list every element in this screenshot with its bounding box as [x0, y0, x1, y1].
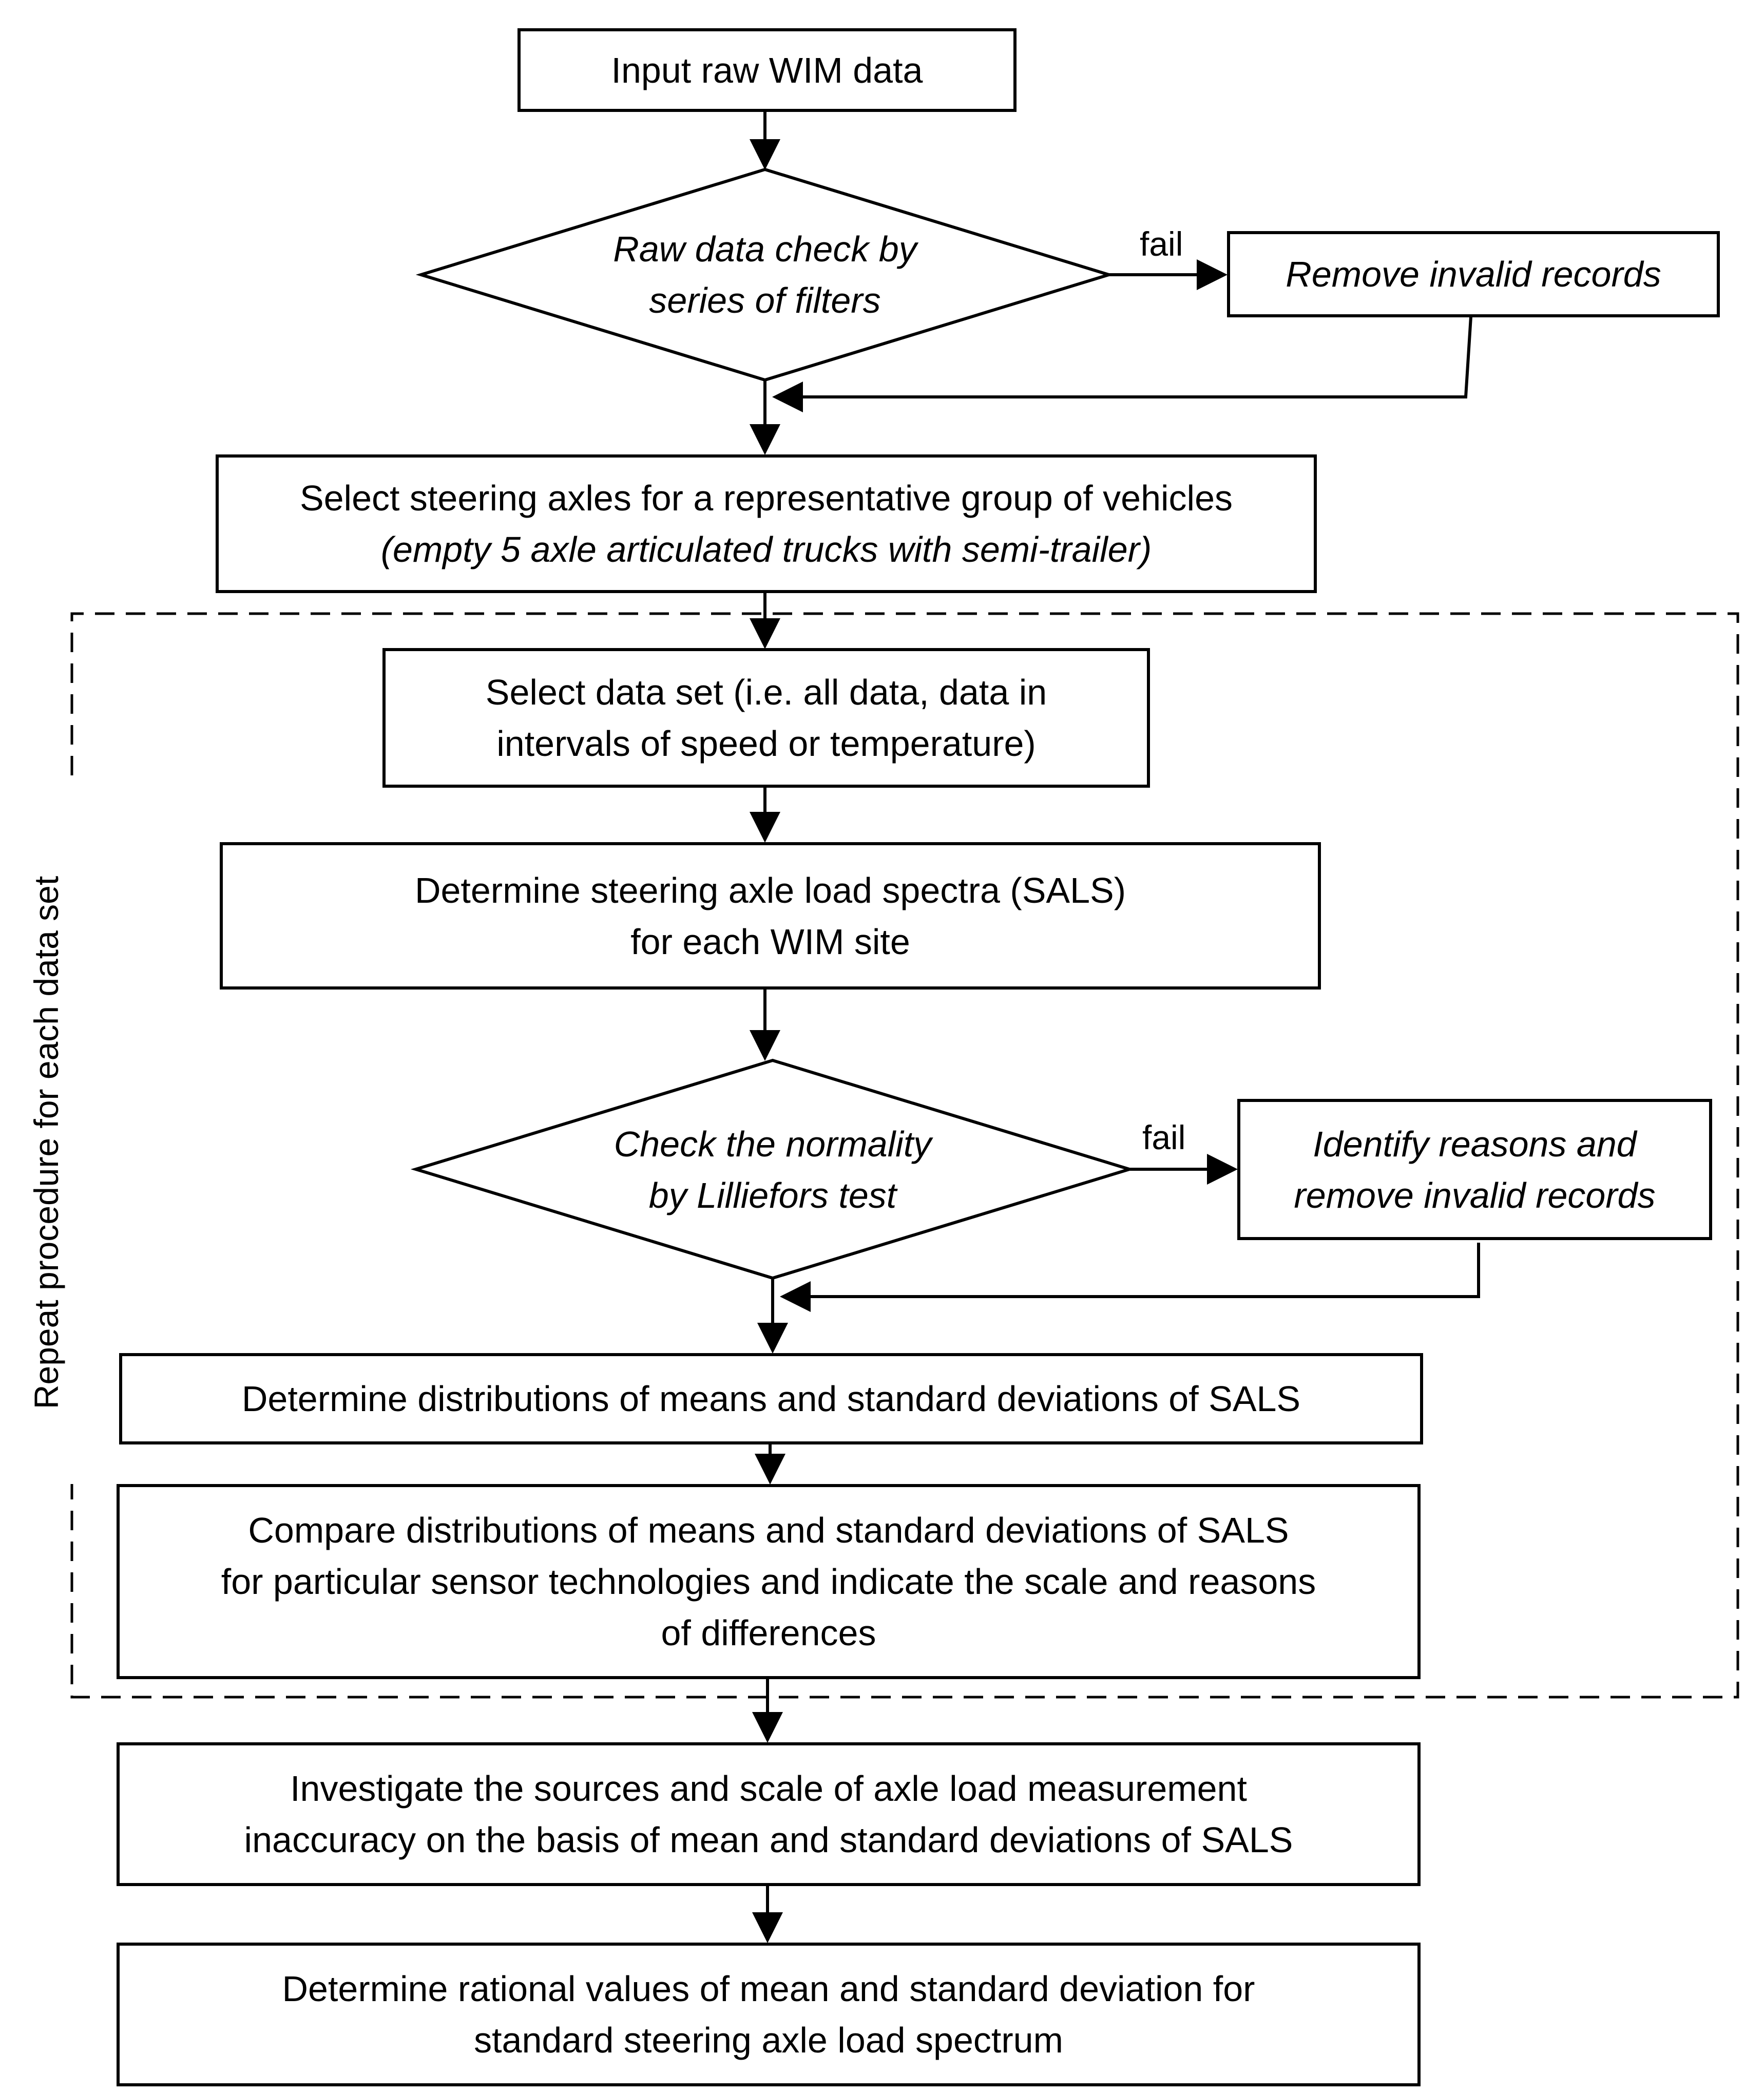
identify-reasons-box: Identify reasons and remove invalid reco… [1237, 1099, 1712, 1240]
investigate-sources-box: Investigate the sources and scale of axl… [117, 1742, 1421, 1886]
fail-label-1: fail [1140, 225, 1183, 263]
determine-rational-values-box: Determine rational values of mean and st… [117, 1943, 1421, 2086]
normality-line-1: Check the normality [613, 1124, 932, 1164]
input-raw-wim-data-text: Input raw WIM data [611, 50, 923, 90]
select-steering-line-1: Select steering axles for a representati… [299, 478, 1233, 518]
remove-invalid-records-box: Remove invalid records [1227, 231, 1720, 317]
identify-line-1: Identify reasons and [1313, 1124, 1637, 1164]
identify-line-2: remove invalid records [1294, 1175, 1656, 1215]
investigate-line-1: Investigate the sources and scale of axl… [290, 1768, 1247, 1809]
raw-data-check-text: Raw data check by series of filters [565, 216, 965, 334]
compare-line-3: of differences [661, 1613, 876, 1653]
rational-line-2: standard steering axle load spectrum [474, 2020, 1063, 2060]
determine-sals-box: Determine steering axle load spectra (SA… [220, 842, 1321, 990]
select-data-set-box: Select data set (i.e. all data, data in … [382, 648, 1150, 788]
repeat-procedure-label: Repeat procedure for each data set [27, 876, 65, 1410]
compare-distributions-box: Compare distributions of means and stand… [117, 1484, 1421, 1679]
normality-check-text: Check the normality by Lilliefors test [565, 1112, 981, 1227]
determine-sals-line-2: for each WIM site [630, 921, 910, 962]
raw-check-line-2: series of filters [649, 280, 881, 320]
rational-line-1: Determine rational values of mean and st… [282, 1969, 1255, 2009]
distributions-text: Determine distributions of means and sta… [241, 1379, 1301, 1419]
select-dataset-line-2: intervals of speed or temperature) [496, 724, 1036, 764]
select-steering-line-2: (empty 5 axle articulated trucks with se… [380, 529, 1152, 569]
arrow-remove-return [772, 316, 1472, 412]
select-steering-axles-box: Select steering axles for a representati… [216, 454, 1317, 593]
input-raw-wim-data-box: Input raw WIM data [517, 28, 1017, 112]
arrow-identify-return [780, 1243, 1480, 1312]
determine-distributions-box: Determine distributions of means and sta… [119, 1353, 1423, 1444]
compare-line-1: Compare distributions of means and stand… [248, 1510, 1289, 1550]
investigate-line-2: inaccuracy on the basis of mean and stan… [244, 1820, 1293, 1860]
raw-check-line-1: Raw data check by [613, 229, 917, 269]
repeat-region-border [70, 612, 1739, 1699]
compare-line-2: for particular sensor technologies and i… [221, 1562, 1316, 1602]
remove-invalid-text: Remove invalid records [1286, 254, 1661, 294]
select-dataset-line-1: Select data set (i.e. all data, data in [485, 672, 1047, 712]
normality-line-2: by Lilliefors test [648, 1175, 897, 1215]
determine-sals-line-1: Determine steering axle load spectra (SA… [414, 870, 1126, 910]
fail-label-2: fail [1142, 1118, 1186, 1156]
